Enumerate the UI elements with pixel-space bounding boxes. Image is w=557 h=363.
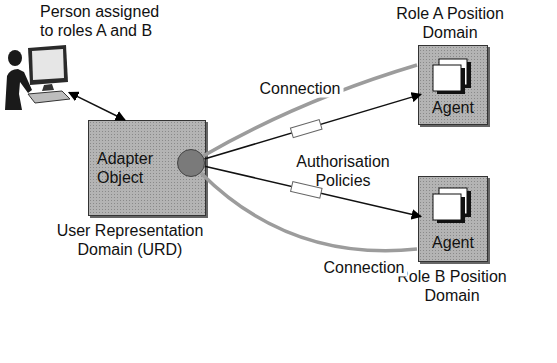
adapter-object: Adapter Object: [95, 141, 205, 195]
domain-caption: Role A Position Domain: [385, 4, 515, 42]
policy-object: [290, 120, 322, 138]
policy-label-text: Authorisation Policies: [287, 152, 399, 190]
urd-domain-box: User Representation Domain (URD)Adapter …: [88, 120, 206, 216]
position-domain-box: Role A Position DomainAgent: [418, 45, 488, 125]
connector-arrow: [69, 92, 125, 120]
adapter-label: Adapter Object: [97, 149, 163, 187]
agent-caption: Agent: [423, 233, 483, 252]
agent-label: Agent: [423, 233, 483, 252]
adapter-caption: Adapter Object: [97, 149, 163, 187]
policy-object: [291, 182, 322, 199]
domain-label: Role A Position Domain: [385, 4, 515, 42]
domain-caption: User Representation Domain (URD): [45, 221, 215, 259]
agent-node: Agent: [423, 185, 483, 255]
connection-label: Connection: [321, 258, 408, 277]
user-at-computer-icon: [2, 42, 74, 112]
agent-caption: Agent: [423, 98, 483, 117]
node-caption: Person assigned to roles A and B: [40, 2, 164, 40]
domain-label: User Representation Domain (URD): [45, 221, 215, 259]
agent-node: Agent: [423, 56, 483, 120]
adapter-circle: [177, 149, 205, 177]
connection-curve: [203, 65, 417, 156]
connector-arrow: [204, 94, 421, 159]
agent-window-icon: [431, 58, 475, 96]
connection-label: Connection: [257, 79, 344, 98]
person-label: Person assigned to roles A and B: [40, 2, 164, 40]
user-node: Person assigned to roles A and B: [0, 0, 165, 112]
policy-label: Authorisation Policies: [287, 152, 399, 190]
agent-label: Agent: [423, 98, 483, 117]
agent-window-icon: [431, 187, 475, 225]
connector-arrow: [205, 166, 421, 216]
connection-curve: [201, 173, 417, 251]
position-domain-box: Role B Position DomainAgent: [418, 176, 488, 262]
